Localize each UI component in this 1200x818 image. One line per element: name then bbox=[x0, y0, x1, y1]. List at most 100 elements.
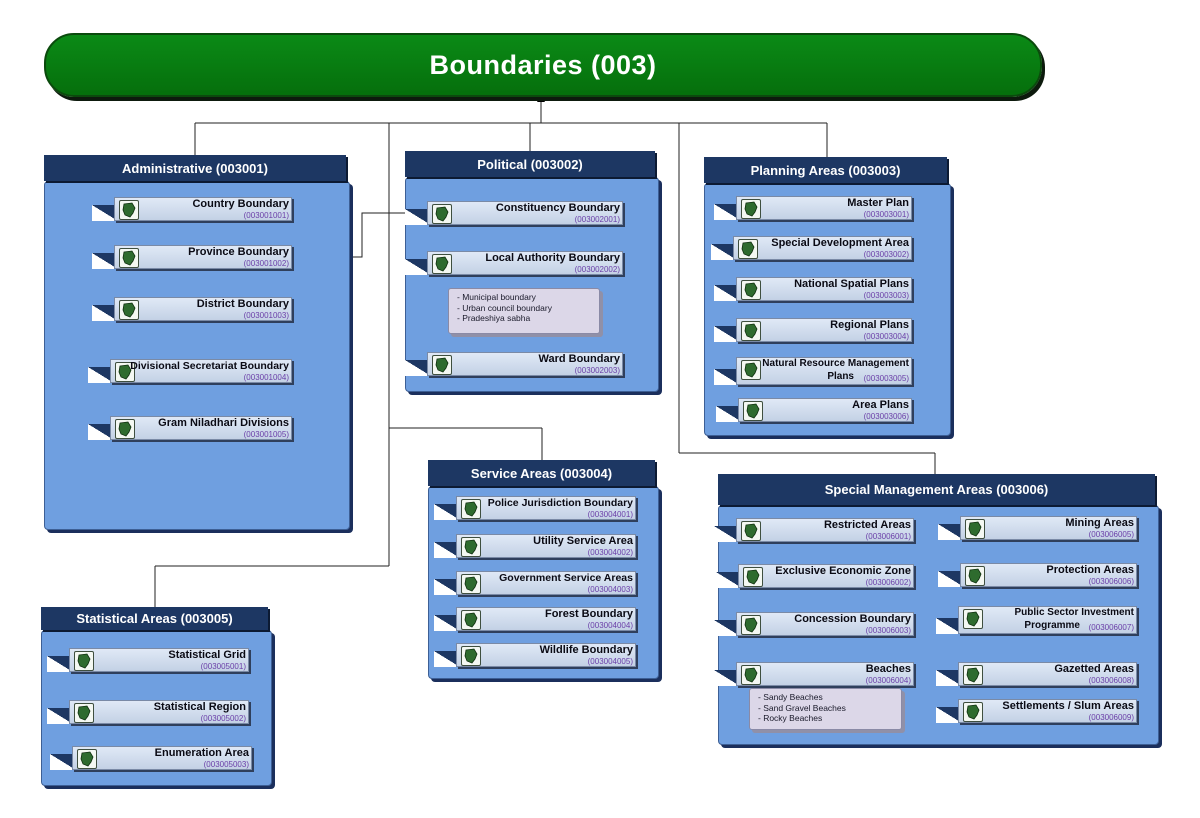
map-icon bbox=[461, 537, 481, 557]
item-province-boundary[interactable]: Province Boundary (003001002) bbox=[92, 245, 292, 269]
item-name: Police Jurisdiction Boundary bbox=[487, 497, 633, 509]
item-flag bbox=[714, 620, 740, 636]
item-flag bbox=[714, 285, 740, 301]
map-icon bbox=[461, 610, 481, 630]
panel-planning bbox=[704, 183, 951, 436]
item-protection-areas[interactable]: Protection Areas (003006006) bbox=[938, 563, 1137, 587]
item-ward-boundary[interactable]: Ward Boundary (003002003) bbox=[405, 352, 623, 376]
item-special-development-area[interactable]: Special Development Area (003003002) bbox=[711, 236, 912, 260]
item-name: Gram Niladhari Divisions bbox=[158, 417, 289, 429]
panel-title: Planning Areas (003003) bbox=[750, 162, 901, 178]
map-icon bbox=[743, 567, 763, 587]
item-name: Mining Areas bbox=[1065, 517, 1134, 529]
item-flag bbox=[88, 424, 114, 440]
panel-header-planning[interactable]: Planning Areas (003003) bbox=[704, 157, 947, 183]
item-flag bbox=[405, 209, 431, 225]
item-beaches[interactable]: Beaches (003006004) bbox=[714, 662, 914, 686]
item-utility-service-area[interactable]: Utility Service Area (003004002) bbox=[434, 534, 636, 558]
item-name: Country Boundary bbox=[192, 198, 289, 210]
map-icon bbox=[77, 749, 97, 769]
item-forest-boundary[interactable]: Forest Boundary (003004004) bbox=[434, 607, 636, 631]
item-gram-niladhari-divisions[interactable]: Gram Niladhari Divisions (003001005) bbox=[88, 416, 292, 440]
item-wildlife-boundary[interactable]: Wildlife Boundary (003004005) bbox=[434, 643, 636, 667]
item-divisional-secretariat-boundary[interactable]: Divisional Secretariat Boundary (0030010… bbox=[88, 359, 292, 383]
item-name: Government Service Areas bbox=[499, 572, 633, 584]
map-icon bbox=[741, 665, 761, 685]
item-flag bbox=[50, 754, 76, 770]
item-name: Gazetted Areas bbox=[1054, 663, 1134, 675]
note-line: - Municipal boundary bbox=[457, 292, 536, 302]
item-local-authority-boundary[interactable]: Local Authority Boundary (003002002) bbox=[405, 251, 623, 275]
item-flag bbox=[405, 259, 431, 275]
item-master-plan[interactable]: Master Plan (003003001) bbox=[714, 196, 912, 220]
panel-title: Statistical Areas (003005) bbox=[76, 611, 233, 626]
item-name: Province Boundary bbox=[188, 246, 289, 258]
panel-title: Administrative (003001) bbox=[122, 160, 268, 176]
item-code: (003005003) bbox=[203, 760, 249, 769]
panel-header-administrative[interactable]: Administrative (003001) bbox=[44, 155, 346, 181]
panel-header-statistical[interactable]: Statistical Areas (003005) bbox=[41, 607, 268, 630]
panel-header-service[interactable]: Service Areas (003004) bbox=[428, 460, 655, 486]
map-icon bbox=[741, 615, 761, 635]
item-code: (003004005) bbox=[587, 657, 633, 666]
map-icon bbox=[115, 362, 135, 382]
item-statistical-grid[interactable]: Statistical Grid (003005001) bbox=[47, 648, 249, 672]
note-line: - Urban council boundary bbox=[457, 302, 552, 313]
note-local-authority-types: - Municipal boundary - Urban council bou… bbox=[448, 288, 600, 334]
item-name: Beaches bbox=[865, 663, 911, 675]
panel-administrative bbox=[44, 181, 350, 530]
item-area-plans[interactable]: Area Plans (003003006) bbox=[716, 398, 912, 422]
item-district-boundary[interactable]: District Boundary (003001003) bbox=[92, 297, 292, 321]
item-flag bbox=[714, 204, 740, 220]
item-concession-boundary[interactable]: Concession Boundary (003006003) bbox=[714, 612, 914, 636]
item-flag bbox=[47, 656, 73, 672]
map-icon bbox=[741, 199, 761, 219]
item-name: Statistical Grid bbox=[168, 649, 246, 661]
item-code: (003005002) bbox=[200, 714, 246, 723]
map-icon bbox=[119, 248, 139, 268]
root-node-boundaries[interactable]: Boundaries (003) bbox=[44, 33, 1042, 97]
item-name: Regional Plans bbox=[830, 319, 909, 331]
panel-header-special-management[interactable]: Special Management Areas (003006) bbox=[718, 474, 1155, 505]
item-country-boundary[interactable]: Country Boundary (003001001) bbox=[92, 197, 292, 221]
item-regional-plans[interactable]: Regional Plans (003003004) bbox=[714, 318, 912, 342]
item-code: (003004001) bbox=[587, 510, 633, 519]
item-flag bbox=[714, 670, 740, 686]
map-icon bbox=[741, 280, 761, 300]
item-name: Public Sector Investment bbox=[1014, 607, 1134, 618]
item-restricted-areas[interactable]: Restricted Areas (003006001) bbox=[714, 518, 914, 542]
item-police-jurisdiction-boundary[interactable]: Police Jurisdiction Boundary (003004001) bbox=[434, 496, 636, 520]
item-flag bbox=[434, 615, 460, 631]
map-icon bbox=[119, 200, 139, 220]
item-code: (003006004) bbox=[865, 676, 911, 685]
item-name: National Spatial Plans bbox=[794, 278, 909, 290]
item-national-spatial-plans[interactable]: National Spatial Plans (003003003) bbox=[714, 277, 912, 301]
item-enumeration-area[interactable]: Enumeration Area (003005003) bbox=[50, 746, 252, 770]
item-name: Special Development Area bbox=[771, 237, 909, 249]
note-line: - Sandy Beaches bbox=[758, 692, 823, 702]
item-settlements-slum-areas[interactable]: Settlements / Slum Areas (003006009) bbox=[936, 699, 1137, 723]
item-code: (003001004) bbox=[243, 373, 289, 382]
item-statistical-region[interactable]: Statistical Region (003005002) bbox=[47, 700, 249, 724]
item-flag bbox=[47, 708, 73, 724]
item-flag bbox=[92, 253, 118, 269]
item-name: Enumeration Area bbox=[154, 747, 249, 759]
item-constituency-boundary[interactable]: Constituency Boundary (003002001) bbox=[405, 201, 623, 225]
item-code: (003001003) bbox=[243, 311, 289, 320]
item-name-line2: Plans bbox=[827, 371, 854, 382]
item-mining-areas[interactable]: Mining Areas (003006005) bbox=[938, 516, 1137, 540]
item-code: (003006007) bbox=[1088, 623, 1134, 632]
item-public-sector-investment-programme[interactable]: Public Sector Investment Programme (0030… bbox=[936, 606, 1137, 634]
panel-header-political[interactable]: Political (003002) bbox=[405, 151, 655, 177]
item-code: (003002002) bbox=[574, 265, 620, 274]
item-name: Statistical Region bbox=[153, 701, 246, 713]
item-government-service-areas[interactable]: Government Service Areas (003004003) bbox=[434, 571, 636, 595]
item-exclusive-economic-zone[interactable]: Exclusive Economic Zone (003006002) bbox=[716, 564, 914, 588]
item-natural-resource-management-plans[interactable]: Natural Resource Management Plans (00300… bbox=[714, 357, 912, 385]
map-icon bbox=[432, 254, 452, 274]
item-gazetted-areas[interactable]: Gazetted Areas (003006008) bbox=[936, 662, 1137, 686]
item-name: Restricted Areas bbox=[823, 519, 911, 531]
item-flag bbox=[714, 526, 740, 542]
item-code: (003002001) bbox=[574, 215, 620, 224]
